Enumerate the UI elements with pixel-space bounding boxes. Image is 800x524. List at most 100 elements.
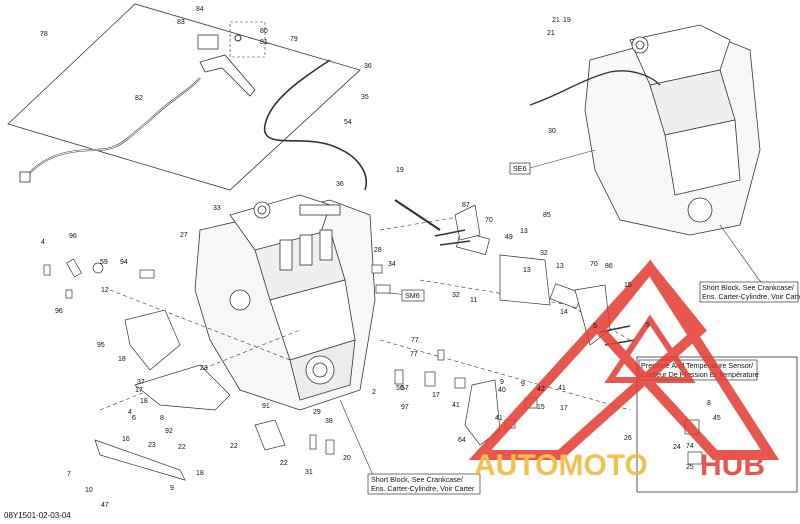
part-number-label: 33: [213, 205, 221, 212]
part-number-label: 22: [280, 460, 288, 467]
automotohub-watermark: AUTOMOTO HUB: [468, 259, 780, 482]
sensor-line2: Capteur De Pression Et Température: [641, 370, 759, 379]
part-number-label: 40: [498, 387, 506, 394]
part-number-label: 18: [140, 398, 148, 405]
part-number-label: 31: [305, 469, 313, 476]
part-number-label: 27: [180, 232, 188, 239]
part-number-label: 6: [132, 415, 136, 422]
part-number-label: 86: [605, 263, 613, 270]
part-number-label: 8: [160, 415, 164, 422]
se6-label: SE6: [513, 164, 527, 173]
short-block-bottom-line1: Short Block, See Crankcase/: [371, 475, 463, 484]
part-number-label: 21: [552, 17, 560, 24]
part-number-label: 5: [593, 323, 597, 330]
part-number-label: 7: [67, 471, 71, 478]
part-number-label: 9: [500, 379, 504, 386]
part-number-label: 97: [401, 404, 409, 411]
part-number-label: 13: [520, 228, 528, 235]
part-number-label: 34: [388, 261, 396, 268]
part-number-label: 23: [148, 442, 156, 449]
part-number-label: 4: [128, 409, 132, 416]
part-number-label: 77: [410, 351, 418, 358]
short-block-top-line2: Ens. Carter-Cylindre, Voir Carter: [702, 292, 800, 301]
part-number-label: 64: [458, 437, 466, 444]
part-number-label: 70: [485, 217, 493, 224]
part-number-label: 87: [462, 202, 470, 209]
watermark-brand-right: HUB: [700, 449, 765, 482]
part-number-label: 16: [122, 436, 130, 443]
part-number-label: 57: [401, 385, 409, 392]
sensor-line1: Pressure And Temperature Sensor/: [641, 361, 753, 370]
part-number-label: 9: [521, 381, 525, 388]
part-number-label: 10: [85, 487, 93, 494]
part-number-label: 13: [523, 267, 531, 274]
part-number-label: 82: [135, 95, 143, 102]
part-number-label: 25: [686, 464, 694, 471]
part-number-label: 77: [411, 337, 419, 344]
drawing-reference-code: 08Y1501-02-03-04: [4, 511, 71, 520]
part-number-label: 29: [313, 409, 321, 416]
part-number-label: 80: [260, 28, 268, 35]
part-number-label: 56: [396, 385, 404, 392]
part-number-label: 14: [560, 309, 568, 316]
right-engine: [584, 24, 761, 236]
part-number-label: 79: [290, 36, 298, 43]
part-number-label: 26: [624, 435, 632, 442]
part-number-label: 12: [101, 287, 109, 294]
part-number-label: 74: [686, 443, 694, 450]
part-number-label: 38: [325, 418, 333, 425]
part-number-label: 42: [537, 386, 545, 393]
harness-21: [529, 70, 661, 106]
part-number-label: 96: [55, 308, 63, 315]
part-number-label: 95: [97, 342, 105, 349]
part-number-label: 18: [118, 356, 126, 363]
part-number-label: 32: [452, 292, 460, 299]
part-number-label: 37: [137, 379, 145, 386]
part-number-label: 41: [495, 415, 503, 422]
part-number-label: 94: [120, 259, 128, 266]
part-number-label: 24: [673, 444, 681, 451]
part-number-label: 32: [540, 250, 548, 257]
part-number-label: 92: [165, 428, 173, 435]
part-number-label: 49: [505, 234, 513, 241]
main-engine: [194, 194, 376, 411]
part-number-label: 45: [713, 415, 721, 422]
hardware-parts: [43, 199, 703, 481]
part-number-label: 78: [40, 31, 48, 38]
part-number-label: 8: [707, 400, 711, 407]
part-number-label: 22: [178, 444, 186, 451]
part-number-label: 2: [372, 389, 376, 396]
part-number-label: 35: [361, 94, 369, 101]
part-number-label: 36: [364, 63, 372, 70]
part-number-label: 4: [41, 239, 45, 246]
short-block-bottom-callout: Short Block, See Crankcase/ Ens. Carter-…: [367, 473, 481, 495]
part-number-label: 23: [200, 365, 208, 372]
part-number-label: 81: [260, 39, 268, 46]
se6-callout: SE6: [509, 162, 531, 175]
sm6-label: SM6: [405, 291, 420, 300]
part-number-label: 15: [624, 282, 632, 289]
part-number-label: 41: [558, 385, 566, 392]
part-number-label: 5: [646, 322, 650, 329]
cable-assembly-panel: [7, 3, 361, 191]
short-block-bottom-line2: Ens. Carter-Cylindre, Voir Carter: [371, 484, 475, 493]
part-number-label: 9: [170, 485, 174, 492]
part-number-label: 30: [548, 128, 556, 135]
part-number-label: 11: [470, 297, 477, 304]
part-number-label: 13: [556, 263, 564, 270]
part-number-label: 36: [336, 181, 344, 188]
part-number-label: 83: [177, 19, 185, 26]
part-number-label: 41: [452, 402, 460, 409]
part-number-label: 47: [101, 502, 109, 509]
part-number-label: 18: [196, 470, 204, 477]
part-number-label: 19: [563, 17, 571, 24]
part-number-label: 17: [432, 392, 440, 399]
part-number-label: 19: [396, 167, 404, 174]
part-number-label: 70: [590, 261, 598, 268]
part-number-label: 84: [196, 6, 204, 13]
part-number-label: 17: [560, 405, 568, 412]
part-number-label: 59: [100, 259, 108, 266]
short-block-top-line1: Short Block, See Crankcase/: [702, 283, 794, 292]
part-number-label: 22: [230, 443, 238, 450]
part-number-label: 91: [262, 403, 270, 410]
